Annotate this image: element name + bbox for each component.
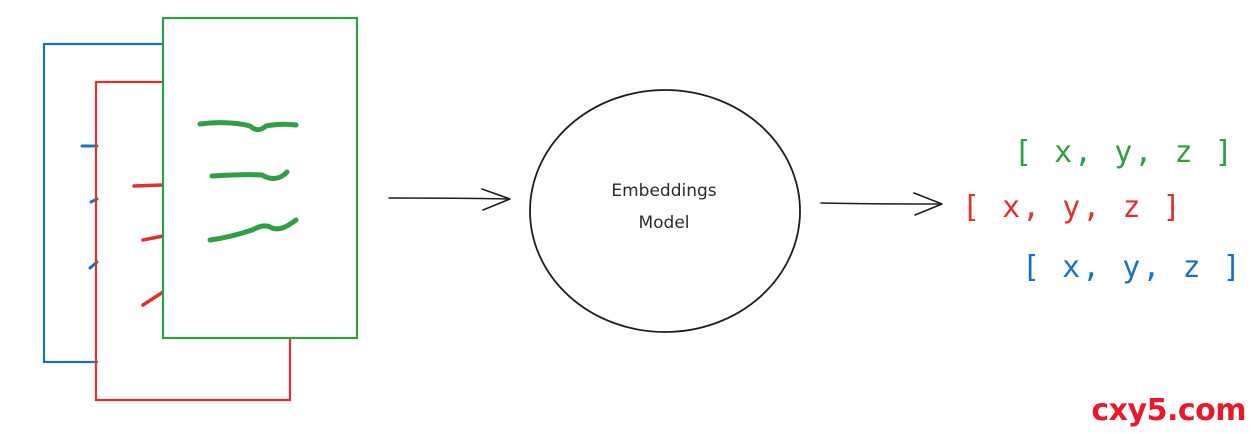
embeddings-model: Embeddings Model — [529, 89, 801, 333]
document-green — [161, 16, 359, 340]
vector-green: [ x, y, z ] — [1014, 135, 1235, 170]
document-green-scribble-2 — [209, 169, 290, 181]
arrow-model-to-vectors — [820, 192, 943, 216]
document-blue-frame — [42, 42, 165, 364]
watermark-text: cxy5.com — [1091, 393, 1246, 428]
model-circle — [529, 89, 801, 333]
document-green-scribble-3 — [207, 217, 299, 243]
arrow-head — [481, 188, 511, 211]
model-label-line-2: Model — [638, 213, 689, 233]
document-green-scribble-1 — [197, 120, 299, 133]
vector-blue: [ x, y, z ] — [1022, 250, 1243, 285]
document-red-line-3 — [141, 290, 165, 307]
document-green-frame — [161, 16, 359, 340]
model-label-line-1: Embeddings — [611, 181, 716, 201]
document-red-line-2 — [141, 234, 165, 242]
arrow-head — [913, 192, 943, 216]
arrow-shaft — [820, 202, 942, 205]
embedding-vectors: [ x, y, z ] [ x, y, z ] [ x, y, z ] — [962, 135, 1243, 285]
arrow-shaft — [388, 197, 510, 200]
document-red-line-1 — [132, 183, 165, 188]
document-red-frame — [94, 80, 292, 402]
document-blue — [42, 42, 165, 364]
arrow-documents-to-model — [388, 188, 511, 211]
vector-red: [ x, y, z ] — [962, 190, 1183, 225]
document-red — [94, 80, 292, 402]
